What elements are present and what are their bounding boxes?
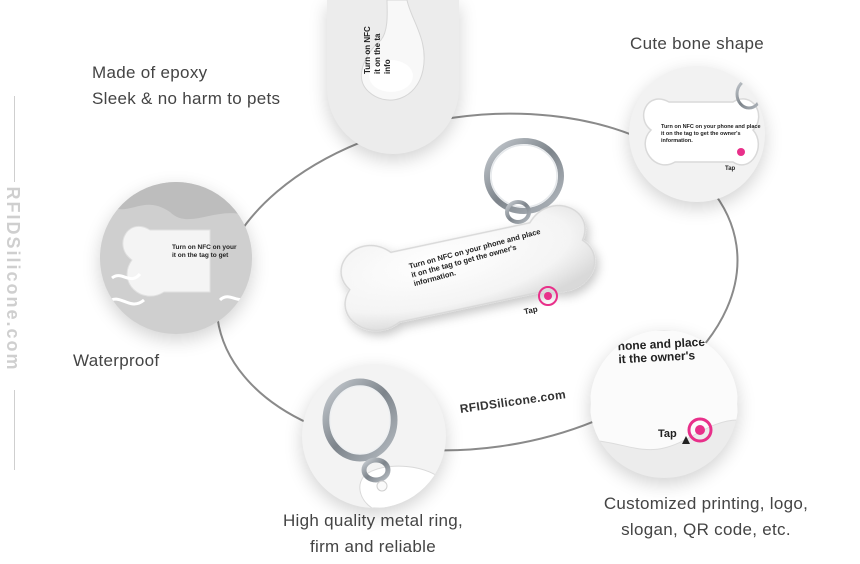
feature-metal-ring-line-2: firm and reliable <box>309 537 437 556</box>
waterproof-bubble-text: Turn on NFC on your it on the tag to get <box>172 244 237 259</box>
bone-shape-bubble: Turn on NFC on your phone and place it o… <box>629 66 765 202</box>
custom-bubble-text: hone and place it the owner's <box>617 334 706 367</box>
feature-epoxy-line-1: Made of epoxy <box>92 63 208 82</box>
bone-mini-illustration <box>642 78 763 166</box>
feature-waterproof: Waterproof <box>73 348 159 374</box>
bone-bubble-tap-label: Tap <box>725 166 736 172</box>
bone-bubble-text: Turn on NFC on your phone and place it o… <box>661 124 761 144</box>
center-bone-tag <box>340 204 596 332</box>
feature-metal-ring: High quality metal ring, firm and reliab… <box>262 508 484 560</box>
center-key-ring <box>484 138 564 224</box>
feature-customized-line-1: Customized printing, logo, <box>603 494 809 513</box>
feature-bone-shape: Cute bone shape <box>630 31 764 57</box>
water-splash-illustration <box>100 182 252 334</box>
custom-print-bubble: hone and place it the owner's Tap <box>590 330 738 478</box>
feature-customized: Customized printing, logo, slogan, QR co… <box>584 491 828 543</box>
feature-customized-line-2: slogan, QR code, etc. <box>621 520 791 539</box>
metal-ring-illustration <box>322 378 446 508</box>
feature-metal-ring-line-1: High quality metal ring, <box>282 511 464 530</box>
epoxy-drop-illustration <box>360 0 425 101</box>
print-closeup-illustration <box>590 330 738 451</box>
feature-epoxy-line-2: Sleek & no harm to pets <box>92 89 281 108</box>
side-divider-bottom <box>14 390 15 470</box>
feature-bone-shape-line-1: Cute bone shape <box>630 34 764 53</box>
epoxy-closeup-bubble: Turn on NFC it on the ta info <box>327 0 459 154</box>
feature-epoxy: Made of epoxy Sleek & no harm to pets <box>92 60 280 112</box>
side-divider-top <box>14 96 15 182</box>
epoxy-bubble-text: Turn on NFC it on the ta info <box>363 26 392 74</box>
custom-bubble-tap-label: Tap <box>658 428 677 440</box>
metal-ring-bubble <box>302 364 446 508</box>
tap-target-icon <box>538 286 558 306</box>
feature-waterproof-line-1: Waterproof <box>73 351 160 370</box>
waterproof-bubble: Turn on NFC on your it on the tag to get <box>100 182 252 334</box>
